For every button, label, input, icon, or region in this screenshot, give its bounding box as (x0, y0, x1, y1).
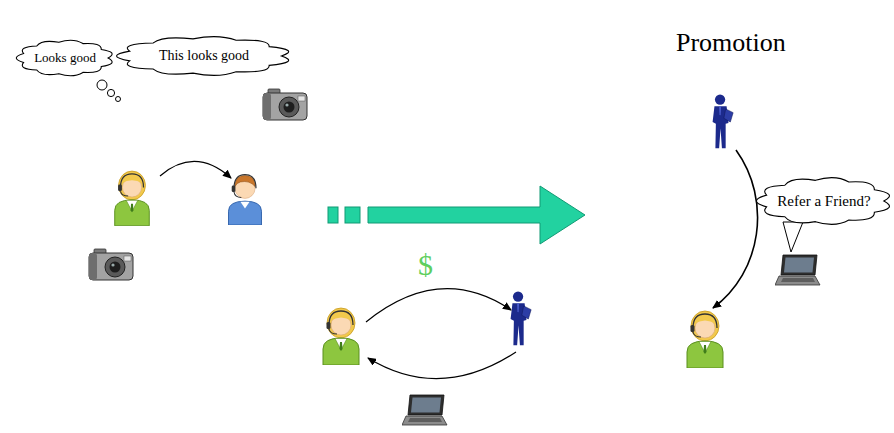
bubble-text: Looks good (34, 51, 96, 65)
speech-cloud: Looks good (16, 36, 114, 80)
businessman-figure (511, 291, 532, 345)
flow-arrow (366, 289, 511, 322)
bubble-text: This looks good (159, 48, 249, 63)
woman-figure (687, 311, 723, 368)
man-figure (229, 175, 262, 225)
cloud-shape (117, 37, 289, 76)
cloud-shape (16, 40, 112, 75)
flow-arrow (713, 150, 758, 308)
laptop-icon (775, 255, 820, 285)
woman-figure (323, 308, 359, 365)
woman-figure (115, 171, 150, 226)
flow-arrow (368, 352, 516, 379)
flow-arrow (160, 161, 231, 178)
cloud-shape (756, 178, 889, 225)
businessman-figure (713, 94, 734, 148)
laptop-icon (402, 395, 447, 425)
bubble-tail (783, 222, 803, 252)
diagram-title: Promotion (676, 28, 786, 58)
money-symbol: $ (418, 248, 433, 282)
transition-arrow (328, 186, 585, 244)
camera-icon (89, 249, 133, 280)
thought-dot (116, 97, 121, 102)
speech-cloud: This looks good (116, 32, 292, 80)
speech-cloud: Refer a Friend? (756, 172, 892, 230)
bubble-text: Refer a Friend? (777, 193, 870, 210)
thought-dot (97, 80, 107, 90)
thought-dot (107, 89, 114, 96)
camera-icon (263, 89, 307, 120)
